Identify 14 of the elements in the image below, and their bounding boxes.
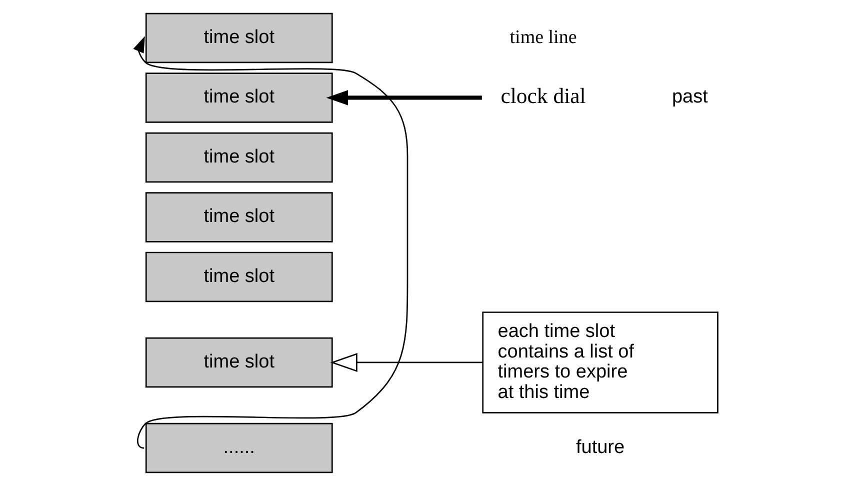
label: future <box>576 437 625 458</box>
node-box: time slot <box>145 132 333 183</box>
arrow <box>330 352 482 372</box>
node-box: time slot <box>145 337 333 388</box>
node-box: time slot <box>145 12 333 64</box>
arrow <box>326 90 482 106</box>
node-box: time slot <box>145 192 333 242</box>
node-box: time slot <box>145 252 333 302</box>
label: past <box>672 86 708 108</box>
label: time line <box>510 27 577 48</box>
node-box: each time slot contains a list of timers to expire at this time <box>482 312 718 414</box>
node-text: clock dial <box>500 84 586 108</box>
node-box: time slot <box>145 72 333 123</box>
node-box: ...... <box>145 422 333 474</box>
